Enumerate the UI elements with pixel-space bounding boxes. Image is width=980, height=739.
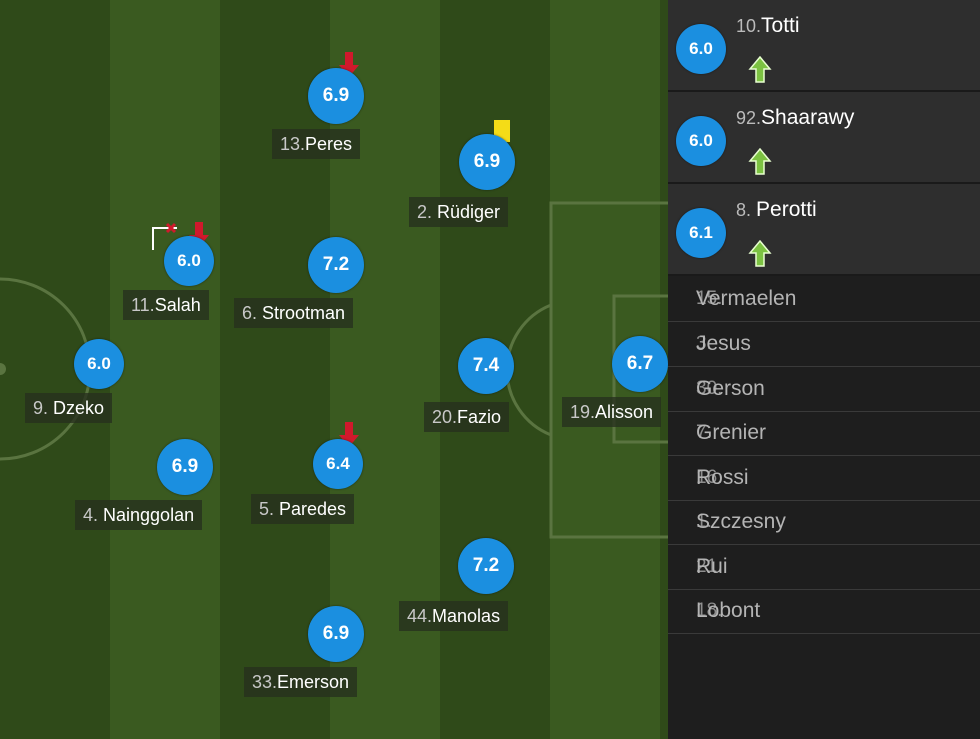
player-number: 3. — [696, 333, 712, 354]
player-name: Gerson — [696, 377, 765, 400]
player-number: 1. — [696, 511, 712, 532]
rating-badge: 6.4 — [313, 439, 363, 489]
player-number: 6. — [242, 303, 263, 323]
sub-on-arrow-up-icon — [748, 240, 772, 267]
player-label: 5. Paredes — [251, 494, 355, 524]
player-number: 18. — [696, 600, 723, 621]
player-number: 19. — [570, 402, 596, 422]
player-number: 9. — [33, 398, 54, 418]
player-number: 15. — [696, 288, 723, 309]
rating-badge: 6.9 — [459, 134, 515, 190]
bench-item[interactable]: 18.Lobont — [668, 589, 980, 634]
player-number: 20. — [432, 407, 458, 427]
rating-badge: 7.4 — [458, 338, 514, 394]
player-name: Fazio — [457, 407, 502, 427]
bench-item[interactable]: 16.Rossi — [668, 456, 980, 501]
player-number: 21. — [696, 556, 723, 577]
player-label: 33.Emerson — [244, 667, 358, 697]
player-number: 11. — [131, 295, 155, 315]
player-label: 44.Manolas — [399, 601, 509, 631]
player-number: 5. — [259, 499, 280, 519]
player-number: 8. — [736, 200, 757, 220]
player-number: 44. — [407, 606, 433, 626]
player-name: Totti — [761, 14, 800, 37]
player-number: 10. — [736, 16, 762, 36]
rating-badge: 6.1 — [676, 208, 726, 258]
player-label: 11.Salah — [123, 290, 209, 320]
player-name: Grenier — [696, 421, 767, 444]
player-number: 13. — [280, 134, 306, 154]
player-name: Dzeko — [53, 398, 105, 418]
player-name: Strootman — [262, 303, 346, 323]
bench-item[interactable]: 15.Vermaelen — [668, 277, 980, 322]
sub-in-item[interactable]: 6.0 92.Shaarawy — [668, 92, 980, 184]
player-name: Szczesny — [696, 510, 786, 533]
player-name: Shaarawy — [761, 106, 855, 129]
rating-badge: 6.9 — [308, 68, 364, 124]
pitch: 6.9 13.Peres 6.9 2. Rüdiger 6.0 11.Salah… — [0, 0, 668, 739]
player-number: 2. — [417, 202, 438, 222]
sub-in-item[interactable]: 6.0 10.Totti — [668, 0, 980, 92]
player-label: 2. Rüdiger — [409, 197, 509, 227]
bench-item[interactable]: 1. Szczesny — [668, 500, 980, 545]
rating-badge: 6.0 — [74, 339, 124, 389]
player-name: Jesus — [696, 332, 751, 355]
rating-badge: 6.7 — [612, 336, 668, 392]
player-name: Vermaelen — [696, 287, 797, 310]
rating-badge: 7.2 — [458, 538, 514, 594]
player-label: 10.Totti — [736, 14, 800, 38]
player-number: 16. — [696, 467, 723, 488]
bench-item[interactable]: 7. Grenier — [668, 411, 980, 456]
player-label: 8. Perotti — [736, 198, 817, 222]
rating-badge: 6.0 — [676, 24, 726, 74]
player-label: 20.Fazio — [424, 402, 510, 432]
player-number: 92. — [736, 108, 762, 128]
bench-item[interactable]: 30.Gerson — [668, 367, 980, 412]
sub-in-item[interactable]: 6.1 8. Perotti — [668, 184, 980, 276]
player-name: Lobont — [696, 599, 761, 622]
player-number: 30. — [696, 378, 723, 399]
player-label: 13.Peres — [272, 129, 361, 159]
player-name: Nainggolan — [103, 505, 195, 525]
rating-badge: 6.9 — [308, 606, 364, 662]
player-name: Manolas — [432, 606, 501, 626]
player-name: Alisson — [595, 402, 654, 422]
sub-on-arrow-up-icon — [748, 56, 772, 83]
goal-icon — [152, 222, 177, 250]
player-name: Perotti — [756, 198, 817, 221]
substitutes-panel: 6.0 10.Totti 6.0 92.Shaarawy 6.1 8. Pero… — [668, 0, 980, 739]
player-name: Paredes — [279, 499, 347, 519]
player-name: Rüdiger — [437, 202, 501, 222]
rating-badge: 6.0 — [676, 116, 726, 166]
rating-badge: 7.2 — [308, 237, 364, 293]
player-name: Salah — [154, 295, 201, 315]
player-number: 4. — [83, 505, 104, 525]
player-label: 92.Shaarawy — [736, 106, 854, 130]
sub-on-arrow-up-icon — [748, 148, 772, 175]
player-name: Emerson — [277, 672, 350, 692]
player-label: 9. Dzeko — [25, 393, 113, 423]
player-label: 6. Strootman — [234, 298, 354, 328]
rating-badge: 6.9 — [157, 439, 213, 495]
player-number: 7. — [696, 422, 712, 443]
player-number: 33. — [252, 672, 278, 692]
rating-badge: 6.0 — [164, 236, 214, 286]
player-name: Peres — [305, 134, 353, 154]
player-name: Rui — [696, 555, 728, 578]
bench-item[interactable]: 3. Jesus — [668, 322, 980, 367]
bench-item[interactable]: 21.Rui — [668, 545, 980, 590]
player-label: 19.Alisson — [562, 397, 662, 427]
player-name: Rossi — [696, 466, 749, 489]
player-label: 4. Nainggolan — [75, 500, 203, 530]
